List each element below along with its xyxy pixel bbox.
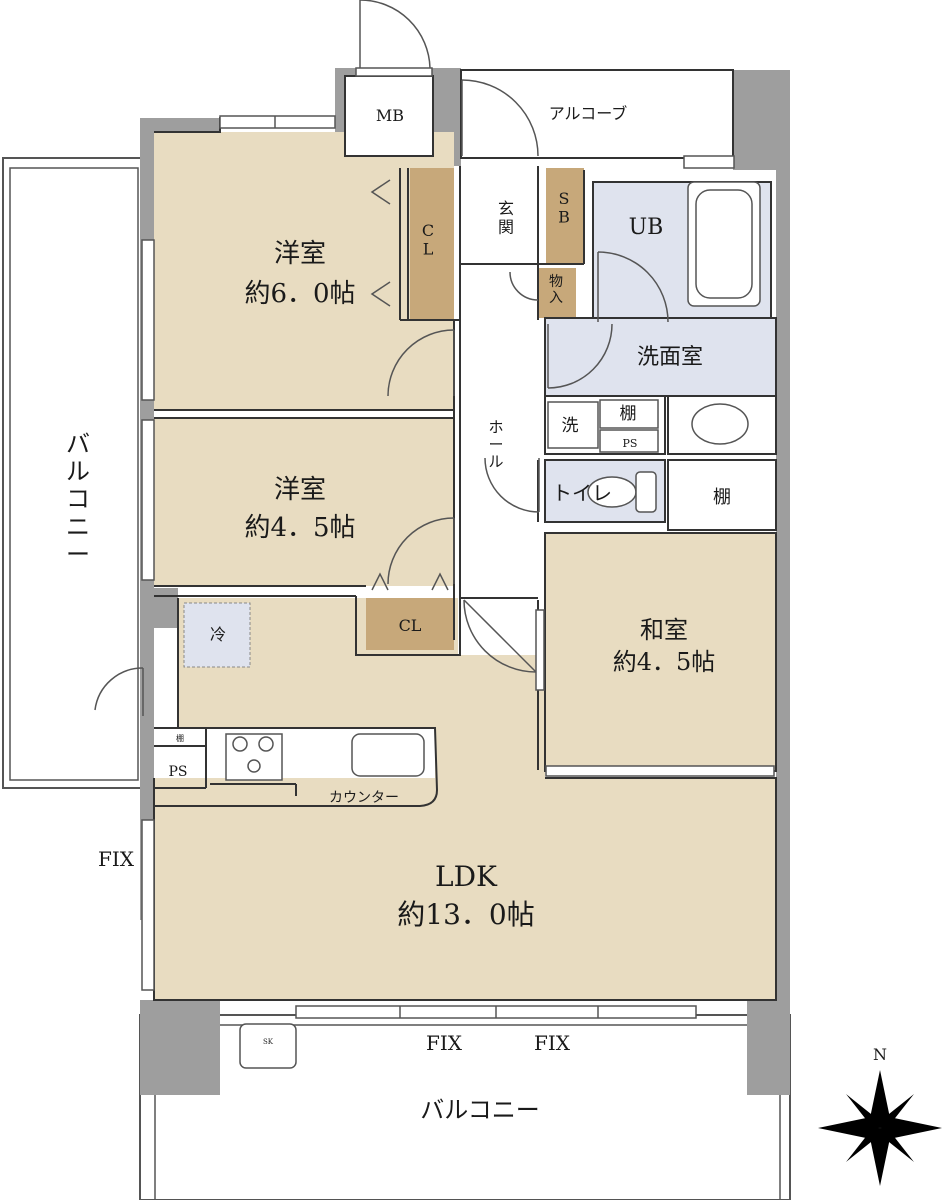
fridge-space xyxy=(183,602,251,668)
cl2-label: CL xyxy=(399,616,422,635)
japanese-name: 和室 xyxy=(640,616,688,644)
shoe-box xyxy=(546,168,584,264)
western2-name: 洋室 xyxy=(274,475,326,505)
western1-name: 洋室 xyxy=(274,239,326,269)
ub-label: UB xyxy=(629,215,664,240)
room-western-6 xyxy=(154,132,454,410)
kitchen-sink xyxy=(351,733,425,777)
balcony-south-label: バルコニー xyxy=(420,1096,540,1124)
shelf1-label: 棚 xyxy=(620,404,637,424)
windows xyxy=(141,67,775,1019)
hall-label: ホール xyxy=(488,418,503,471)
mb-label: MB xyxy=(376,106,404,125)
north-label: N xyxy=(873,1045,887,1064)
fix-bottom1-label: FIX xyxy=(426,1031,463,1055)
wash-basin xyxy=(691,403,749,445)
fridge-label: 冷 xyxy=(210,625,226,644)
counter-label: カウンター xyxy=(329,790,399,806)
western2-size: 約4．5帖 xyxy=(244,513,355,543)
slop-sink xyxy=(239,1023,297,1069)
room-japanese xyxy=(545,533,776,771)
storage-mono xyxy=(538,268,576,318)
wash-label: 洗 xyxy=(562,416,579,436)
washroom-label: 洗面室 xyxy=(637,345,703,370)
ldk-size: 約13．0帖 xyxy=(397,898,534,931)
fix-bottom2-label: FIX xyxy=(534,1031,571,1055)
closet-cl-2 xyxy=(366,598,454,650)
ps1-label: PS xyxy=(623,437,638,450)
alcove-label: アルコーブ xyxy=(549,104,628,123)
storage-label: 物入 xyxy=(549,274,563,306)
room-fills xyxy=(154,132,776,1000)
compass-rose: N xyxy=(818,1045,942,1186)
japanese-size: 約4．5帖 xyxy=(613,648,716,676)
sk-label: SK xyxy=(263,1038,274,1046)
interior-walls xyxy=(153,69,777,1001)
shelf2-label: 棚 xyxy=(713,487,731,508)
shelf3-label: 棚 xyxy=(176,733,184,743)
genkan-label: 玄関 xyxy=(498,199,514,236)
fix-left-label: FIX xyxy=(98,847,135,871)
labels: 洋室 約6．0帖 洋室 約4．5帖 和室 約4．5帖 LDK 約13．0帖 MB… xyxy=(98,104,731,1124)
western1-size: 約6．0帖 xyxy=(244,279,355,309)
toilet-label: トイレ xyxy=(552,481,612,505)
washer-space xyxy=(547,401,599,449)
fixtures xyxy=(225,181,761,1069)
washroom xyxy=(545,318,776,396)
west-balcony xyxy=(2,157,146,789)
ps2-label: PS xyxy=(168,764,187,780)
room-ldk xyxy=(154,778,776,1000)
room-western-4-5 xyxy=(154,418,454,586)
balcony-west-label: バルコニー xyxy=(66,430,90,568)
closet-cl-1 xyxy=(410,168,454,320)
ldk-name: LDK xyxy=(435,860,498,893)
doors xyxy=(94,0,669,716)
